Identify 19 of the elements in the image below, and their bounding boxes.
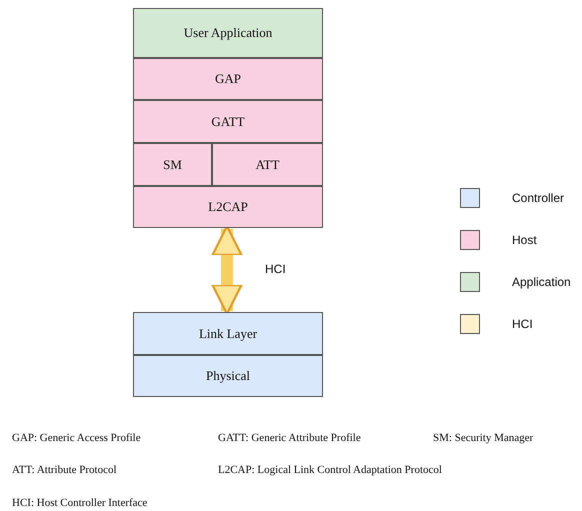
legend-label: HCI <box>512 317 533 331</box>
abbreviation-note: GAP: Generic Access Profile <box>12 432 141 444</box>
abbreviation-note: ATT: Attribute Protocol <box>12 464 117 476</box>
abbreviation-note: L2CAP: Logical Link Control Adaptation Protocol <box>218 464 442 476</box>
abbreviation-note: SM: Security Manager <box>433 432 534 444</box>
legend-label: Host <box>512 233 537 247</box>
layer-box: ATT <box>212 143 323 186</box>
edge-label: HCI <box>265 262 286 276</box>
layer-box: GATT <box>133 100 323 143</box>
layer-box: Physical <box>133 355 323 397</box>
layer-box: User Application <box>133 8 323 58</box>
layer-box: Link Layer <box>133 312 323 355</box>
abbreviation-note: GATT: Generic Attribute Profile <box>218 432 361 444</box>
legend-label: Application <box>512 275 571 289</box>
layer-box: SM <box>133 143 212 186</box>
legend-label: Controller <box>512 191 564 205</box>
layer-box: GAP <box>133 58 323 100</box>
abbreviation-note: HCI: Host Controller Interface <box>12 497 148 509</box>
layer-box: L2CAP <box>133 186 323 228</box>
